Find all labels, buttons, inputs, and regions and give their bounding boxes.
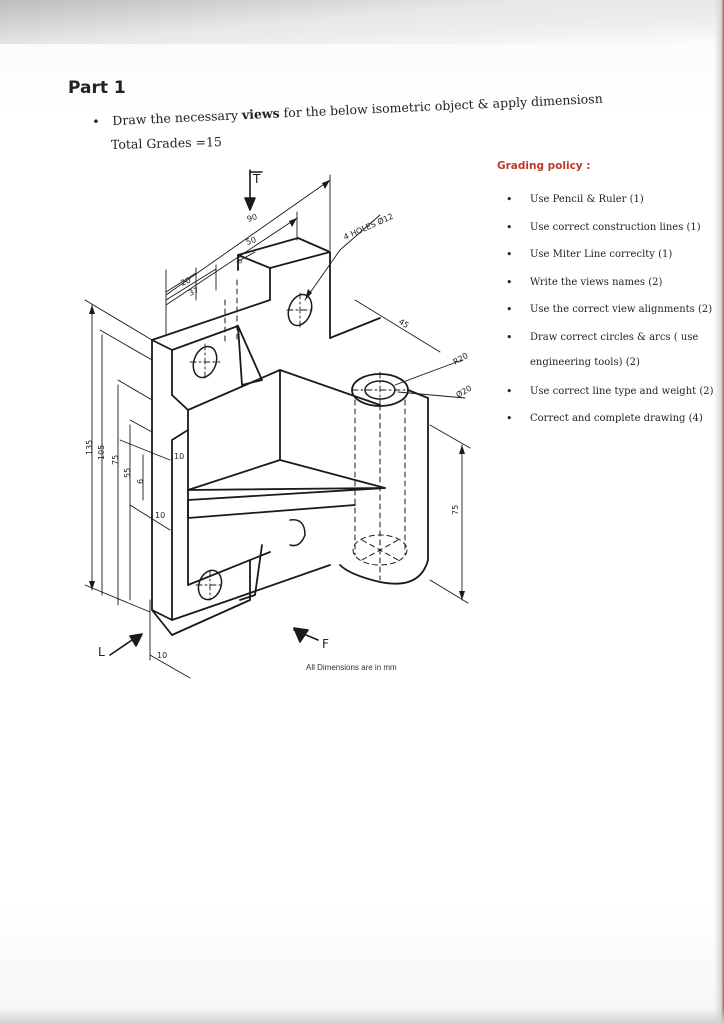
dim-6-top: 6 (236, 256, 244, 266)
view-direction-top (244, 169, 263, 211)
dim-75-right: 75 (451, 505, 460, 515)
dim-dia20: Ø20 (454, 383, 473, 400)
dim-20: 20 (179, 276, 192, 288)
dim-10-upper: 10 (174, 452, 184, 461)
hidden-lines (224, 279, 408, 581)
dim-50: 50 (245, 235, 257, 247)
page-edge-right (714, 0, 724, 1024)
arrowheads (89, 180, 465, 600)
dimension-lines (84, 174, 471, 679)
view-label-front: F (322, 637, 329, 651)
dim-75-left: 75 (111, 455, 120, 465)
dim-37: 37 (187, 286, 200, 298)
object-outline (151, 237, 429, 636)
view-label-left: L (98, 645, 105, 659)
dim-135: 135 (85, 440, 94, 455)
view-direction-left (109, 633, 143, 656)
dim-6-left: 6 (136, 479, 145, 484)
dim-10-bottom: 10 (157, 651, 167, 660)
view-direction-front (293, 627, 319, 643)
grading-policy-title: Grading policy : (497, 160, 591, 172)
page-shadow-top (0, 0, 724, 44)
holes (192, 293, 396, 601)
dim-holes-note: 4 HOLES Ø12 (342, 211, 395, 242)
dim-105: 105 (97, 445, 106, 460)
dim-r20: R20 (452, 351, 470, 367)
center-lines (189, 292, 411, 601)
view-label-top: T (252, 172, 261, 186)
dim-90: 90 (246, 212, 258, 224)
part-title: Part 1 (68, 78, 126, 98)
dim-45: 45 (397, 317, 410, 330)
dimensions-note: All Dimensions are in mm (306, 663, 397, 672)
dim-10-lower: 10 (155, 511, 165, 520)
dim-55: 55 (123, 468, 132, 478)
page-edge-bottom (0, 1008, 724, 1024)
